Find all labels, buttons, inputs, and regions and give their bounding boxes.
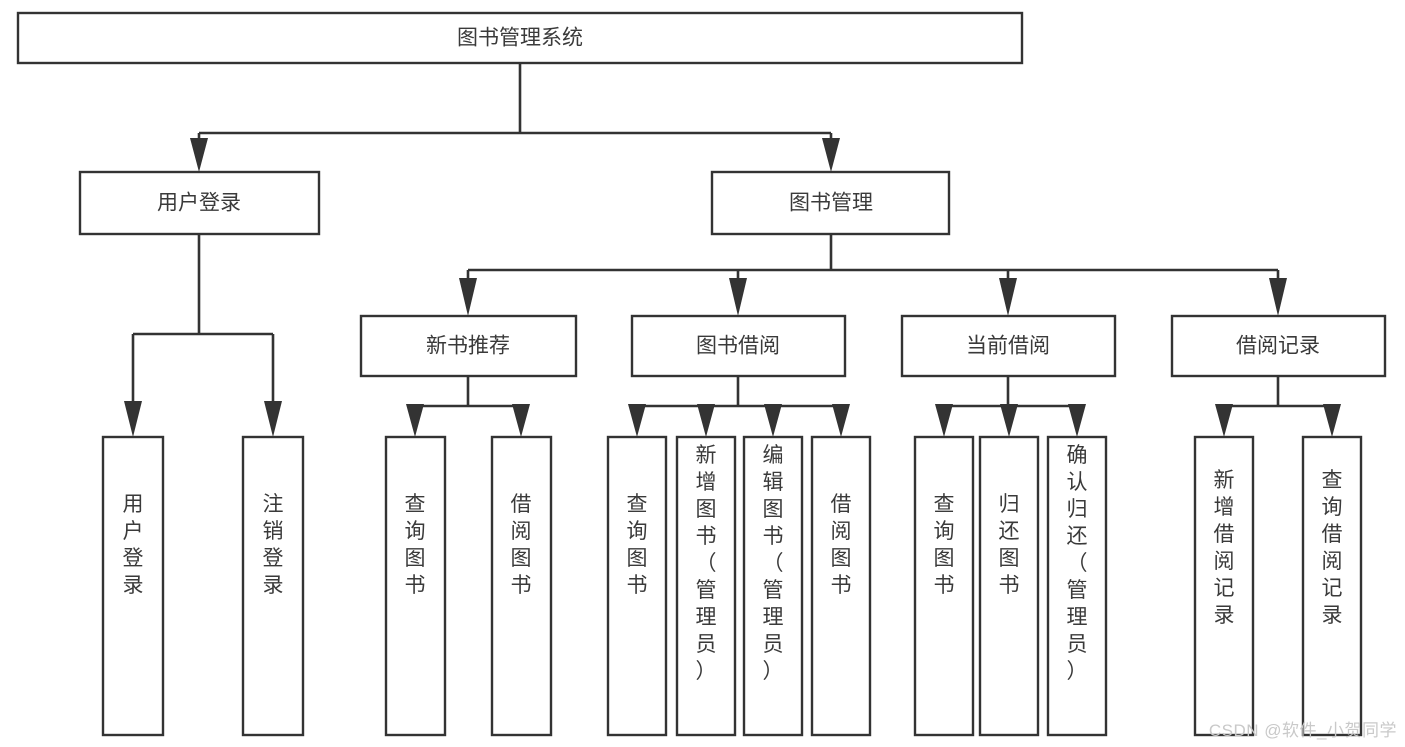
node-leaf-user-login[interactable]: 用户登录 bbox=[101, 435, 165, 737]
node-leaf-confirm-return-box[interactable] bbox=[1046, 435, 1108, 737]
node-book-borrow[interactable]: 图书借阅 bbox=[630, 314, 847, 378]
arrow-head-leaf-add-book bbox=[697, 404, 715, 437]
node-new-book-recommend-box[interactable] bbox=[359, 314, 578, 378]
node-leaf-add-book-box[interactable] bbox=[675, 435, 737, 737]
csdn-watermark: CSDN @软件_小贺同学 bbox=[1208, 721, 1397, 740]
node-leaf-edit-book[interactable]: 编辑图书（管理员） bbox=[742, 435, 804, 737]
node-leaf-query-book-3-box[interactable] bbox=[913, 435, 975, 737]
node-user-login[interactable]: 用户登录 bbox=[78, 170, 321, 236]
node-leaf-add-book-label: 新增图书（管理员） bbox=[696, 444, 717, 683]
node-leaf-confirm-return-label: 确认归还（管理员） bbox=[1067, 444, 1088, 683]
arrow-head-leaf-user-login bbox=[124, 401, 142, 437]
arrow-head-current-borrow bbox=[999, 278, 1017, 316]
node-leaf-return-book[interactable]: 归还图书 bbox=[978, 435, 1040, 737]
node-book-borrow-label: 图书借阅 bbox=[696, 335, 780, 358]
arrow-head-leaf-query-book-2 bbox=[628, 404, 646, 437]
node-leaf-add-record-box[interactable] bbox=[1193, 435, 1255, 737]
arrow-head-leaf-return-book bbox=[1000, 404, 1018, 437]
node-borrow-record-box[interactable] bbox=[1170, 314, 1387, 378]
arrow-head-book-management bbox=[822, 138, 840, 172]
node-leaf-query-book-3[interactable]: 查询图书 bbox=[913, 435, 975, 737]
arrow-head-leaf-add-record bbox=[1215, 404, 1233, 437]
node-leaf-borrow-book-2-box[interactable] bbox=[810, 435, 872, 737]
node-borrow-record[interactable]: 借阅记录 bbox=[1170, 314, 1387, 378]
node-new-book-recommend[interactable]: 新书推荐 bbox=[359, 314, 578, 378]
node-current-borrow-box[interactable] bbox=[900, 314, 1117, 378]
node-leaf-borrow-book-2-label: 借阅图书 bbox=[831, 493, 852, 597]
node-leaf-borrow-book-2[interactable]: 借阅图书 bbox=[810, 435, 872, 737]
arrow-head-leaf-query-record bbox=[1323, 404, 1341, 437]
node-leaf-query-book-1-label: 查询图书 bbox=[405, 493, 426, 597]
node-leaf-query-book-2-box[interactable] bbox=[606, 435, 668, 737]
node-root-label: 图书管理系统 bbox=[457, 27, 583, 50]
node-leaf-add-record-label: 新增借阅记录 bbox=[1214, 469, 1235, 627]
node-leaf-add-book[interactable]: 新增图书（管理员） bbox=[675, 435, 737, 737]
node-leaf-borrow-book-1[interactable]: 借阅图书 bbox=[490, 435, 553, 737]
arrow-head-leaf-borrow-book-1 bbox=[512, 404, 530, 437]
node-leaf-query-book-2[interactable]: 查询图书 bbox=[606, 435, 668, 737]
node-book-management[interactable]: 图书管理 bbox=[710, 170, 951, 236]
node-book-borrow-box[interactable] bbox=[630, 314, 847, 378]
arrow-head-new-book-recommend bbox=[459, 278, 477, 316]
node-leaf-query-book-3-label: 查询图书 bbox=[934, 493, 955, 597]
node-leaf-confirm-return[interactable]: 确认归还（管理员） bbox=[1046, 435, 1108, 737]
node-user-login-box[interactable] bbox=[78, 170, 321, 236]
node-current-borrow[interactable]: 当前借阅 bbox=[900, 314, 1117, 378]
node-leaf-query-record-label: 查询借阅记录 bbox=[1322, 469, 1343, 627]
arrow-head-book-borrow bbox=[729, 278, 747, 316]
arrow-head-leaf-query-book-3 bbox=[935, 404, 953, 437]
node-leaf-query-book-1[interactable]: 查询图书 bbox=[384, 435, 447, 737]
node-leaf-user-login-box[interactable] bbox=[101, 435, 165, 737]
node-leaf-query-book-1-box[interactable] bbox=[384, 435, 447, 737]
node-current-borrow-label: 当前借阅 bbox=[966, 335, 1050, 358]
node-book-management-label: 图书管理 bbox=[789, 192, 873, 215]
connector-layer bbox=[124, 63, 1341, 437]
node-root[interactable]: 图书管理系统 bbox=[16, 11, 1024, 65]
node-leaf-query-book-2-label: 查询图书 bbox=[627, 493, 648, 597]
node-leaf-logout-login[interactable]: 注销登录 bbox=[241, 435, 305, 737]
node-leaf-return-book-label: 归还图书 bbox=[999, 493, 1020, 597]
node-leaf-edit-book-box[interactable] bbox=[742, 435, 804, 737]
node-new-book-recommend-label: 新书推荐 bbox=[426, 335, 510, 358]
node-leaf-borrow-book-1-label: 借阅图书 bbox=[511, 493, 532, 597]
node-leaf-add-record[interactable]: 新增借阅记录 bbox=[1193, 435, 1255, 737]
arrow-head-leaf-edit-book bbox=[764, 404, 782, 437]
node-leaf-edit-book-label: 编辑图书（管理员） bbox=[763, 444, 784, 683]
node-leaf-logout-login-label: 注销登录 bbox=[263, 493, 284, 597]
node-leaf-query-record-box[interactable] bbox=[1301, 435, 1363, 737]
node-user-login-label: 用户登录 bbox=[157, 192, 241, 215]
node-leaf-query-record[interactable]: 查询借阅记录 bbox=[1301, 435, 1363, 737]
arrow-head-leaf-logout-login bbox=[264, 401, 282, 437]
node-book-management-box[interactable] bbox=[710, 170, 951, 236]
node-leaf-user-login-label: 用户登录 bbox=[123, 493, 144, 597]
node-leaf-borrow-book-1-box[interactable] bbox=[490, 435, 553, 737]
node-root-box[interactable] bbox=[16, 11, 1024, 65]
arrow-head-leaf-borrow-book-2 bbox=[832, 404, 850, 437]
arrow-head-user-login bbox=[190, 138, 208, 172]
arrow-head-borrow-record bbox=[1269, 278, 1287, 316]
node-leaf-return-book-box[interactable] bbox=[978, 435, 1040, 737]
node-leaf-logout-login-box[interactable] bbox=[241, 435, 305, 737]
arrow-head-leaf-query-book-1 bbox=[406, 404, 424, 437]
node-borrow-record-label: 借阅记录 bbox=[1236, 335, 1320, 358]
arrow-head-leaf-confirm-return bbox=[1068, 404, 1086, 437]
